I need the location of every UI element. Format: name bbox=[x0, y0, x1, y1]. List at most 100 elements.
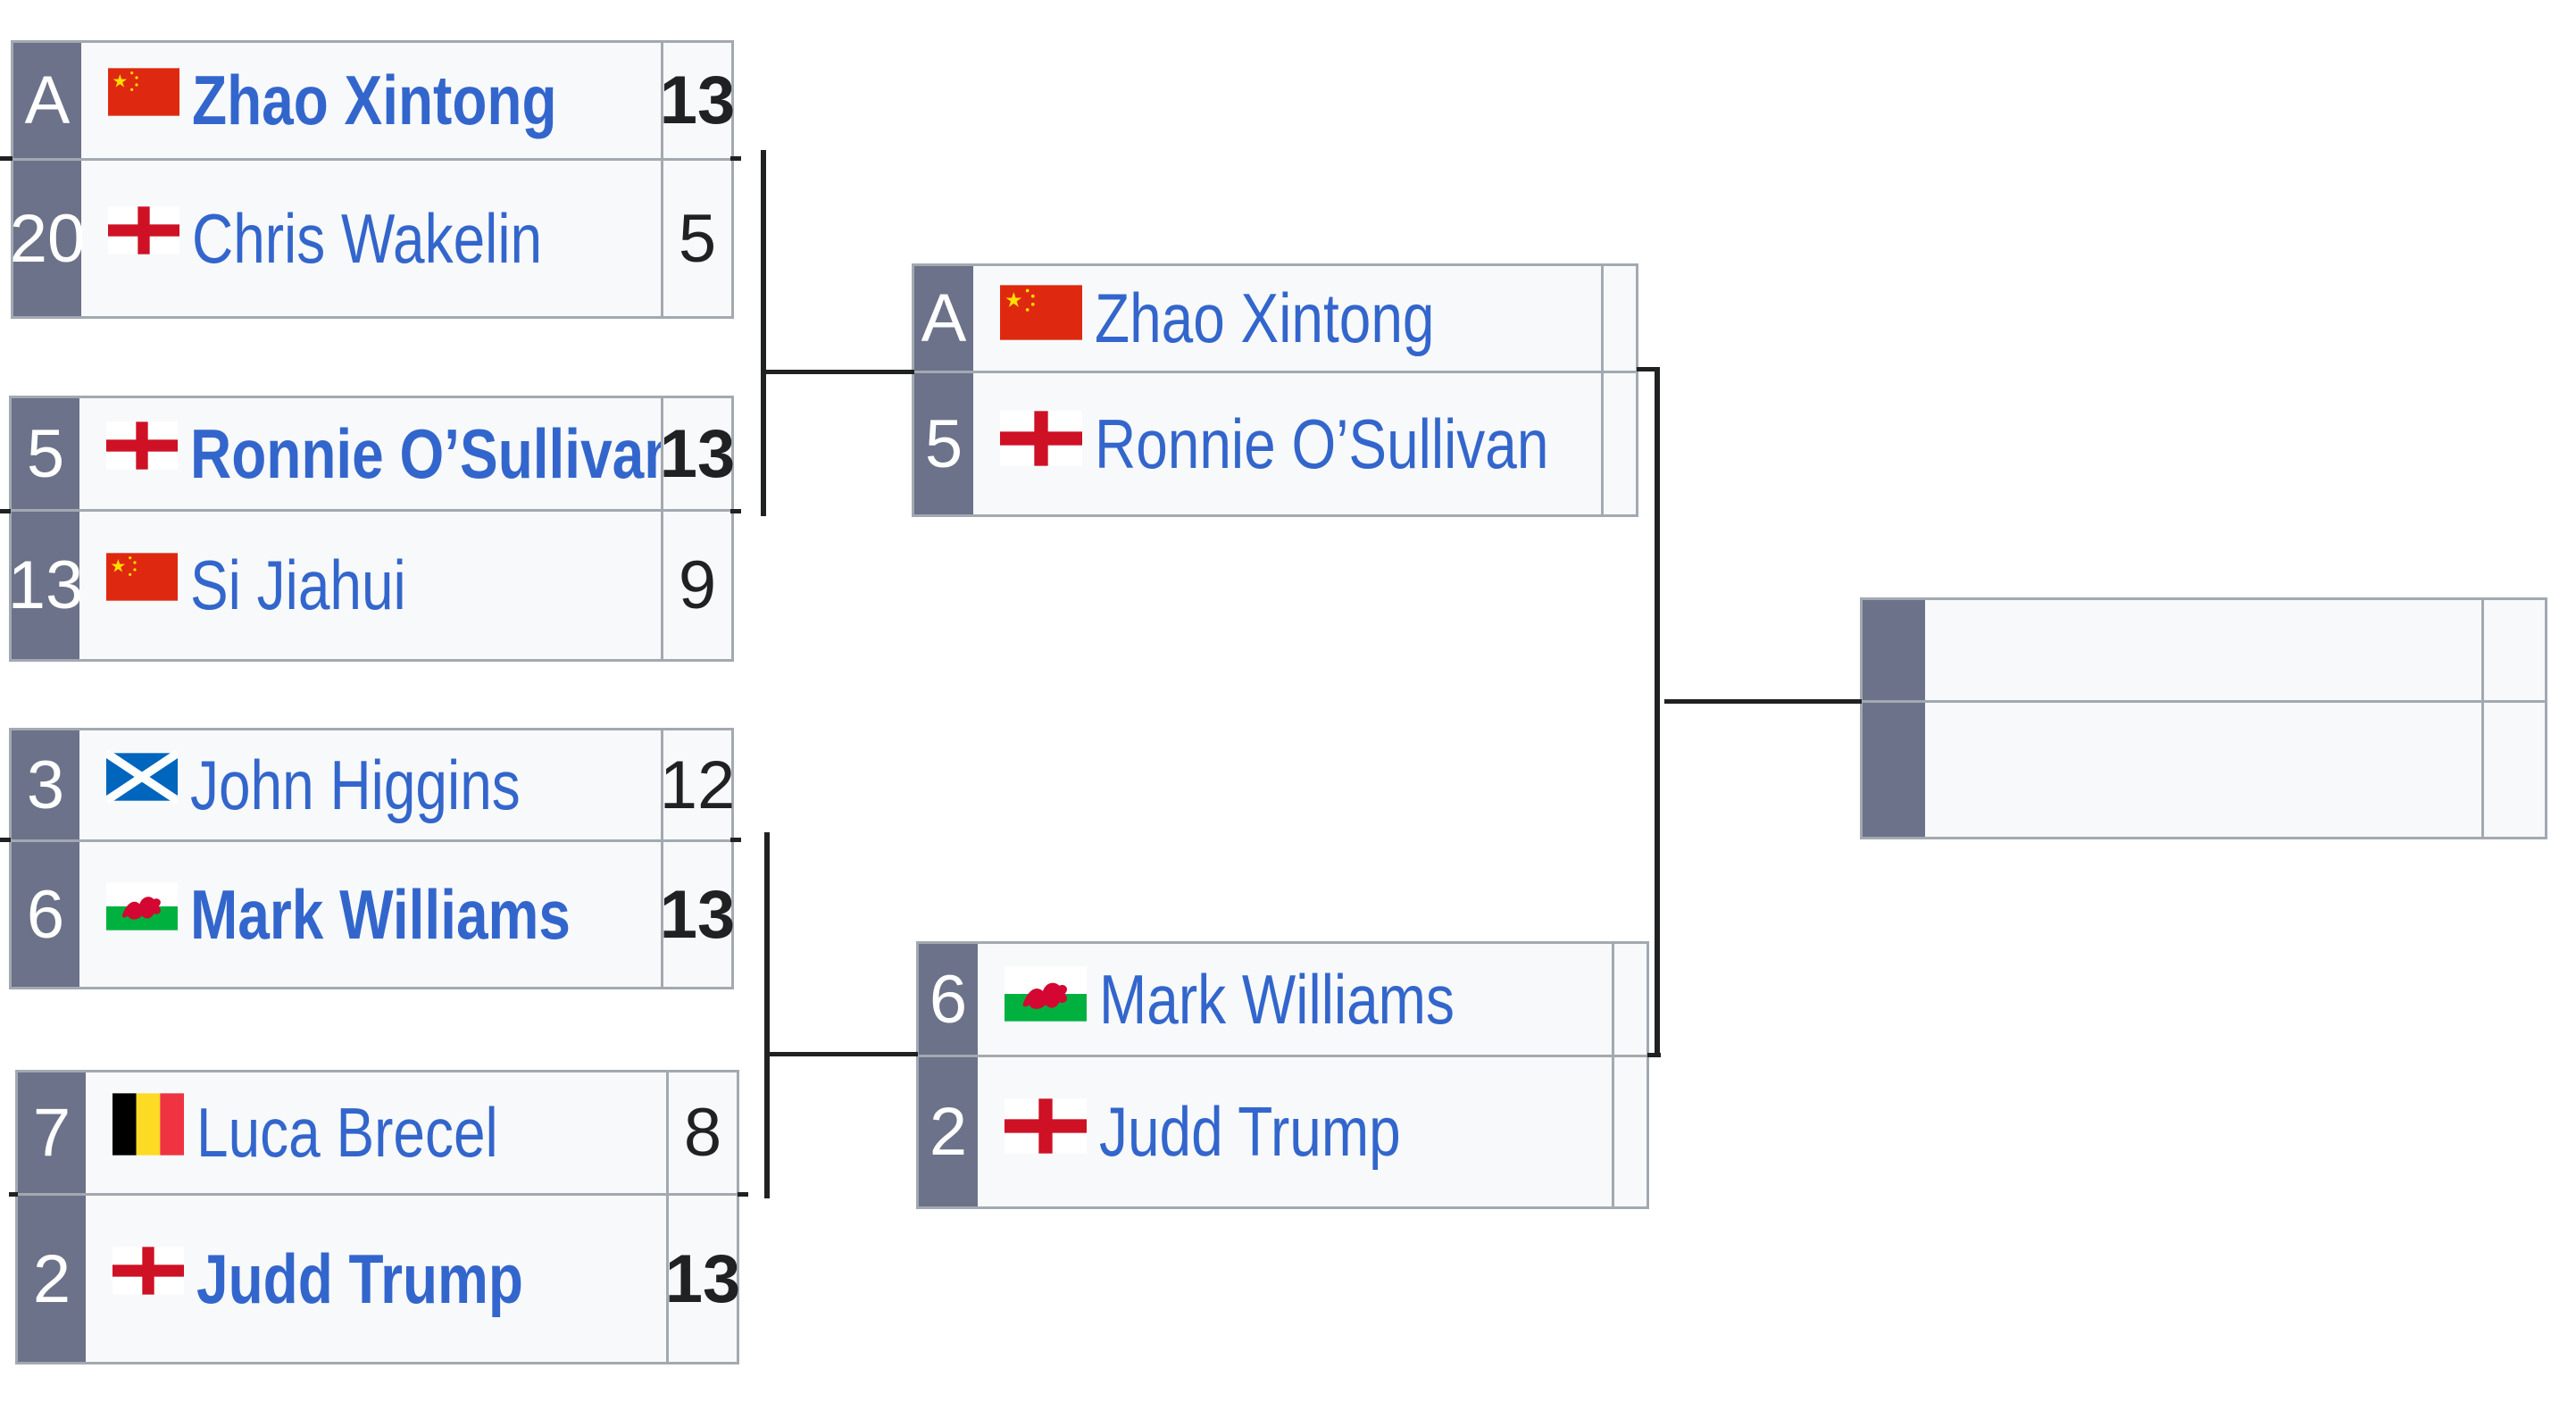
player-row: A Zhao Xintong 13 bbox=[11, 40, 735, 161]
score: 13 bbox=[665, 1196, 740, 1362]
player-link[interactable]: Zhao Xintong bbox=[81, 43, 661, 158]
quarterfinal-4: 7 Luca Brecel 8 2 Judd Trump 13 bbox=[15, 1070, 740, 1364]
seed-badge: 2 bbox=[919, 1057, 978, 1206]
player-row: 20 Chris Wakelin 5 bbox=[10, 158, 734, 319]
player-row: 7 Luca Brecel 8 bbox=[15, 1070, 739, 1196]
player-row: 2 Judd Trump bbox=[916, 1055, 1649, 1209]
player-link[interactable]: Judd Trump bbox=[86, 1196, 666, 1362]
player-name[interactable]: Mark Williams bbox=[190, 874, 571, 954]
player-link[interactable]: Ronnie O’Sullivan bbox=[79, 398, 661, 509]
quarterfinal-2: 5 Ronnie O’Sullivan 13 13 Si Jiahui 9 bbox=[8, 396, 735, 662]
player-row: A Zhao Xintong bbox=[912, 263, 1638, 373]
player-link bbox=[1925, 600, 2481, 700]
seed-badge: 6 bbox=[919, 944, 978, 1055]
player-link[interactable]: Zhao Xintong bbox=[973, 266, 1601, 371]
score bbox=[1601, 373, 1636, 514]
belgium-flag-icon bbox=[113, 1090, 184, 1175]
england-flag-icon bbox=[106, 413, 178, 495]
player-name[interactable]: Luca Brecel bbox=[196, 1093, 498, 1172]
player-link[interactable]: Luca Brecel bbox=[86, 1072, 666, 1193]
player-row: 5 Ronnie O’Sullivan bbox=[912, 371, 1638, 517]
seed-badge: 5 bbox=[914, 373, 973, 514]
player-name[interactable]: Ronnie O’Sullivan bbox=[190, 413, 661, 493]
seed-badge: 7 bbox=[18, 1072, 86, 1193]
bracket-connector bbox=[0, 509, 11, 513]
score: 12 bbox=[660, 730, 735, 839]
player-row: 13 Si Jiahui 9 bbox=[8, 509, 734, 662]
final-match bbox=[1860, 597, 2547, 839]
player-name[interactable]: Zhao Xintong bbox=[1095, 279, 1435, 357]
seed-badge: 3 bbox=[12, 730, 79, 839]
england-flag-icon bbox=[108, 198, 179, 280]
china-flag-icon bbox=[1000, 278, 1082, 359]
seed-badge: 6 bbox=[12, 842, 79, 987]
wales-flag-icon bbox=[1005, 959, 1087, 1040]
bracket-connector bbox=[1647, 1053, 1661, 1057]
score: 9 bbox=[661, 512, 731, 659]
semifinal-1: A Zhao Xintong 5 Ronnie O’Sullivan bbox=[912, 263, 1638, 517]
bracket-connector bbox=[9, 1192, 18, 1197]
quarterfinal-1: A Zhao Xintong 13 20 Chris Wakelin 5 bbox=[10, 40, 735, 319]
bracket-connector bbox=[764, 832, 770, 1198]
bracket-connector bbox=[0, 838, 11, 842]
seed-badge: A bbox=[914, 266, 973, 371]
player-row bbox=[1860, 597, 2547, 703]
player-link bbox=[1925, 703, 2481, 837]
china-flag-icon bbox=[108, 60, 179, 141]
player-link[interactable]: Chris Wakelin bbox=[81, 161, 661, 316]
score: 8 bbox=[666, 1072, 737, 1193]
score: 13 bbox=[660, 842, 735, 987]
bracket-connector bbox=[1637, 367, 1656, 371]
bracket-connector bbox=[730, 509, 741, 513]
bracket-connector bbox=[738, 1192, 748, 1197]
england-flag-icon bbox=[1005, 1091, 1087, 1173]
semifinal-2: 6 Mark Williams 2 Judd Trump bbox=[916, 941, 1649, 1209]
player-name[interactable]: John Higgins bbox=[190, 745, 521, 824]
seed-badge: 20 bbox=[10, 161, 85, 316]
score: 13 bbox=[660, 43, 735, 158]
player-name[interactable]: Chris Wakelin bbox=[192, 198, 543, 278]
player-name[interactable]: Judd Trump bbox=[1099, 1092, 1401, 1171]
bracket-connector bbox=[761, 370, 914, 374]
seed-badge bbox=[1863, 703, 1925, 837]
bracket-connector bbox=[730, 838, 741, 842]
player-link[interactable]: Judd Trump bbox=[978, 1057, 1612, 1206]
england-flag-icon bbox=[113, 1239, 184, 1320]
score bbox=[1612, 1057, 1646, 1206]
player-link[interactable]: Mark Williams bbox=[79, 842, 661, 987]
bracket-connector bbox=[730, 156, 741, 161]
seed-badge: 13 bbox=[8, 512, 83, 659]
score bbox=[2481, 600, 2545, 700]
quarterfinal-3: 3 John Higgins 12 6 Mark Williams 13 bbox=[9, 728, 735, 989]
player-row: 6 Mark Williams 13 bbox=[9, 839, 735, 989]
score: 13 bbox=[660, 398, 735, 509]
player-link[interactable]: John Higgins bbox=[79, 730, 661, 839]
score: 5 bbox=[661, 161, 731, 316]
seed-badge: 5 bbox=[12, 398, 79, 509]
player-name[interactable]: Ronnie O’Sullivan bbox=[1095, 404, 1549, 483]
seed-badge bbox=[1863, 600, 1925, 700]
player-name[interactable]: Judd Trump bbox=[196, 1239, 524, 1318]
score bbox=[1612, 944, 1646, 1055]
player-row: 5 Ronnie O’Sullivan 13 bbox=[9, 396, 735, 512]
england-flag-icon bbox=[1000, 404, 1082, 485]
seed-badge: 2 bbox=[18, 1196, 86, 1362]
bracket-connector bbox=[1664, 699, 1862, 704]
wales-flag-icon bbox=[106, 874, 178, 956]
player-row: 6 Mark Williams bbox=[916, 941, 1649, 1057]
score bbox=[1601, 266, 1636, 371]
bracket-connector bbox=[0, 156, 13, 161]
player-row: 3 John Higgins 12 bbox=[9, 728, 735, 842]
player-link[interactable]: Ronnie O’Sullivan bbox=[973, 373, 1601, 514]
player-name[interactable]: Zhao Xintong bbox=[192, 61, 557, 139]
player-link[interactable]: Si Jiahui bbox=[79, 512, 661, 659]
player-name[interactable]: Si Jiahui bbox=[190, 546, 406, 624]
player-name[interactable]: Mark Williams bbox=[1099, 959, 1455, 1039]
player-row: 2 Judd Trump 13 bbox=[15, 1193, 740, 1364]
player-row bbox=[1860, 700, 2547, 839]
score bbox=[2481, 703, 2545, 837]
player-link[interactable]: Mark Williams bbox=[978, 944, 1612, 1055]
scotland-flag-icon bbox=[104, 745, 180, 826]
seed-badge: A bbox=[13, 43, 81, 158]
bracket-connector bbox=[764, 1052, 918, 1056]
